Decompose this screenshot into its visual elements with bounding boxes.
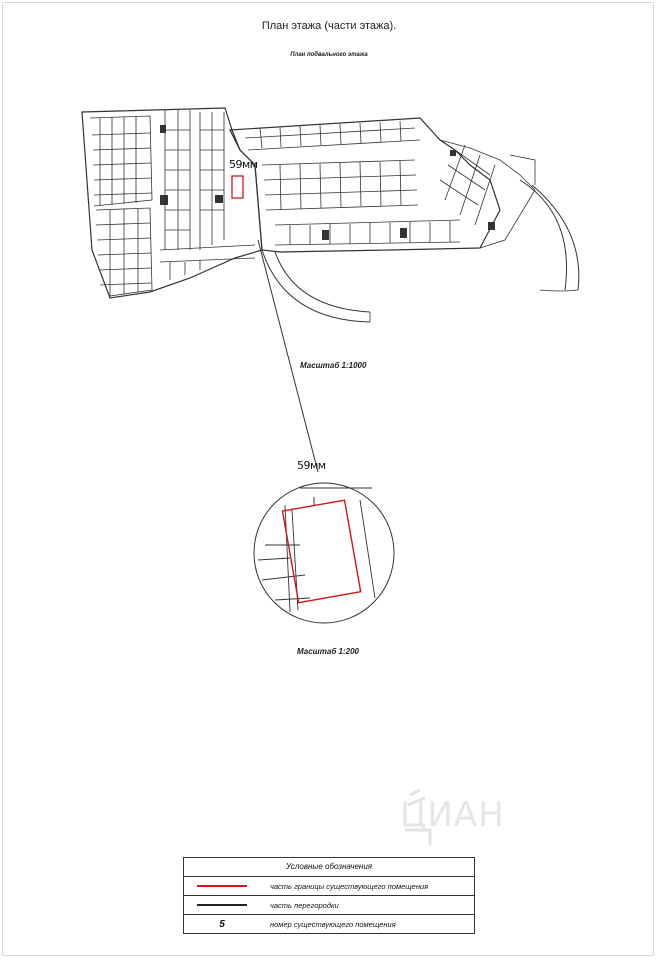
legend-row: часть перегородки bbox=[184, 896, 474, 915]
plan-subtitle: План подвального этажа bbox=[290, 52, 368, 58]
page-title: План этажа (части этажа). bbox=[261, 20, 397, 32]
legend-symbol-black-line bbox=[184, 904, 260, 906]
legend-text: часть границы существующего помещения bbox=[270, 881, 429, 891]
dimension-label-zoom: 59мм bbox=[297, 459, 326, 472]
legend-row: часть границы существующего помещения bbox=[184, 877, 474, 896]
legend-title: Условные обозначения bbox=[184, 858, 474, 877]
legend-symbol-number: 5 bbox=[184, 919, 260, 930]
scale-zoom-label: Масштаб 1:200 bbox=[297, 647, 359, 656]
legend-text: часть перегородки bbox=[270, 900, 339, 910]
highlighted-room bbox=[231, 175, 244, 199]
zoom-circle bbox=[253, 482, 395, 624]
scale-main-label: Масштаб 1:1000 bbox=[300, 361, 367, 370]
legend-table: Условные обозначения часть границы сущес… bbox=[183, 857, 475, 934]
legend-symbol-red-line bbox=[184, 885, 260, 887]
leader-line bbox=[257, 239, 319, 473]
legend-text: номер существующего помещения bbox=[270, 919, 396, 929]
legend-number: 5 bbox=[219, 918, 225, 930]
watermark-logo: ЦИАН bbox=[400, 795, 505, 835]
dimension-label-top: 59мм bbox=[229, 158, 258, 171]
legend-row: 5 номер существующего помещения bbox=[184, 915, 474, 933]
